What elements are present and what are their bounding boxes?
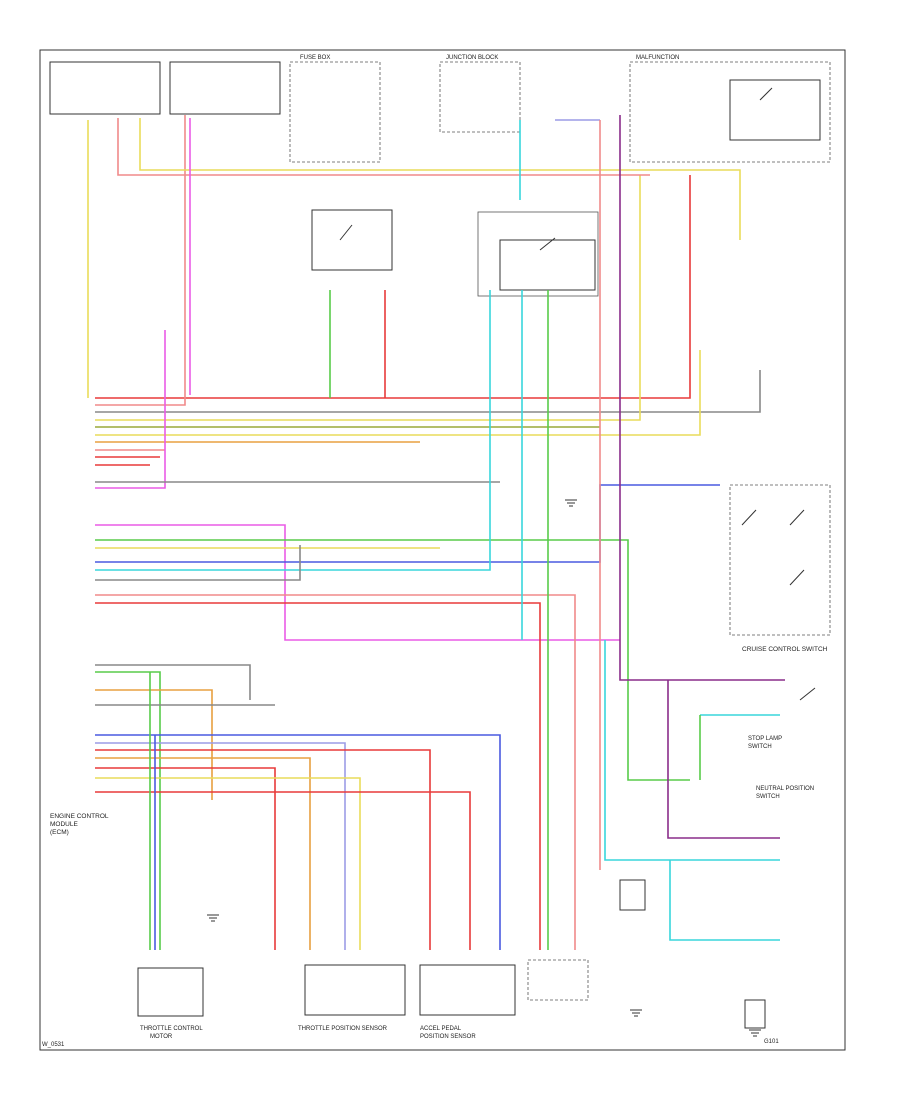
- bottom-components: [137, 879, 766, 1029]
- relay-2: [311, 209, 393, 271]
- yellow-wire: [95, 777, 361, 950]
- switch-contact: [539, 237, 556, 251]
- ground-icon: [630, 1009, 642, 1017]
- wire-group: [87, 115, 785, 950]
- switch-contact: [741, 509, 757, 526]
- blue-wire: [95, 484, 720, 563]
- relay-3: [499, 239, 596, 291]
- cruise-switch-label: CRUISE CONTROL SWITCH: [742, 646, 828, 653]
- switch-contact: [759, 87, 773, 101]
- pink-wire: [95, 115, 186, 406]
- gray-wire: [95, 545, 301, 581]
- relay-box-outline: [629, 61, 831, 163]
- sensor-box: [527, 959, 589, 1001]
- gray-wire: [95, 664, 251, 700]
- page-code: W_0531: [42, 1042, 65, 1048]
- tp-sensor-label: THROTTLE POSITION SENSOR: [298, 1026, 388, 1032]
- module-box-2: [169, 61, 281, 115]
- cyan-wire: [604, 640, 780, 861]
- yellow-wire: [95, 350, 701, 436]
- green-wire: [95, 671, 161, 950]
- gray-wire: [95, 370, 761, 413]
- ground-icon: [207, 914, 219, 922]
- neutral-switch-label-1: NEUTRAL POSITION: [756, 786, 814, 792]
- switch-contact: [339, 224, 353, 241]
- red-wire: [95, 791, 471, 950]
- neutral-switch-label-2: SWITCH: [756, 794, 780, 800]
- pink-wire: [117, 118, 650, 176]
- relay-box: [729, 79, 821, 141]
- tp-control-motor-box: [137, 967, 204, 1017]
- ground-label: G101: [764, 1039, 779, 1045]
- top-components: [49, 61, 831, 636]
- red-wire: [95, 602, 541, 950]
- ground-icon: [749, 1029, 761, 1037]
- ground-icon: [565, 499, 577, 507]
- tp-motor-label-2: MOTOR: [150, 1034, 173, 1040]
- orange-wire: [95, 757, 311, 950]
- fuse-box-outline: [289, 61, 381, 163]
- relay-3-outline: [477, 211, 599, 297]
- purple-wire: [619, 115, 785, 681]
- component-labels: ENGINE CONTROL MODULE (ECM) CRUISE CONTR…: [42, 55, 828, 1048]
- ecm-label-3: (ECM): [50, 829, 69, 836]
- small-box-1: [619, 879, 646, 911]
- apps-label-1: ACCEL PEDAL: [420, 1026, 462, 1032]
- switch-contact: [789, 509, 805, 526]
- red-wire: [95, 767, 276, 950]
- apps-box: [419, 964, 516, 1016]
- ecm-label-2: MODULE: [50, 821, 78, 828]
- pink-wire: [95, 594, 576, 950]
- ground-symbols: [207, 499, 761, 1037]
- jb-label: JUNCTION BLOCK: [446, 55, 498, 61]
- yellow-wire: [95, 175, 641, 421]
- jb-outline: [439, 61, 521, 133]
- orange-wire: [95, 689, 213, 800]
- lavender-wire: [95, 742, 346, 950]
- blue-wire: [95, 734, 501, 950]
- ecm-label-1: ENGINE CONTROL: [50, 813, 109, 820]
- magenta-wire: [95, 524, 620, 641]
- purple-wire: [667, 680, 780, 839]
- cyan-wire: [669, 860, 780, 941]
- magenta-wire: [95, 330, 166, 489]
- small-box-2: [744, 999, 766, 1029]
- mil-label: MALFUNCTION: [636, 55, 679, 61]
- apps-label-2: POSITION SENSOR: [420, 1034, 476, 1040]
- cruise-switch-outline: [729, 484, 831, 636]
- yellow-wire: [139, 118, 741, 240]
- stop-switch-label-1: STOP LAMP: [748, 736, 782, 742]
- red-wire: [95, 175, 691, 399]
- switch-contact: [799, 687, 816, 701]
- red-wire: [95, 749, 431, 950]
- fuse-box-label: FUSE BOX: [300, 55, 330, 61]
- tp-motor-label-1: THROTTLE CONTROL: [140, 1026, 203, 1032]
- green-wire: [95, 539, 690, 781]
- diagram-frame: [39, 49, 846, 1051]
- switch-contact: [789, 569, 805, 586]
- module-box-1: [49, 61, 161, 115]
- tp-sensor-box: [304, 964, 406, 1016]
- cyan-wire: [95, 440, 491, 571]
- switch-contacts: [339, 87, 816, 701]
- stop-switch-label-2: SWITCH: [748, 744, 772, 750]
